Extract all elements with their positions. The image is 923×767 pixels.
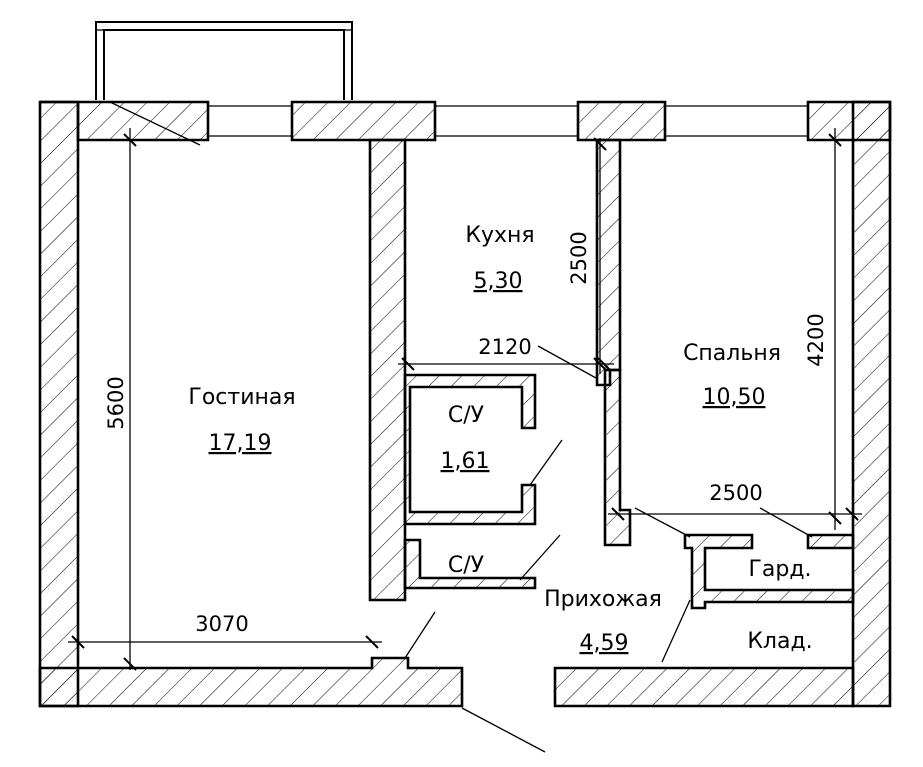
- dim-bedroom-height: 4200: [804, 313, 828, 366]
- dim-bedroom-width: 2500: [709, 481, 762, 505]
- dimension-lines: [68, 128, 862, 671]
- room-name-bedroom: Спальня: [683, 341, 781, 366]
- interior-walls: [368, 138, 855, 610]
- dim-living-width: 3070: [195, 612, 248, 636]
- room-name-storage: Клад.: [747, 629, 812, 654]
- room-area-bath1: 1,61: [441, 449, 490, 474]
- room-name-bath2: С/У: [448, 553, 485, 578]
- room-area-kitchen: 5,30: [474, 269, 523, 294]
- room-name-living: Гостиная: [188, 385, 295, 410]
- room-area-living: 17,19: [209, 431, 272, 456]
- dim-living-height: 5600: [104, 376, 128, 429]
- room-area-bedroom: 10,50: [703, 385, 766, 410]
- room-name-bath1: С/У: [448, 403, 485, 428]
- room-area-hall: 4,59: [580, 631, 629, 656]
- balcony: [95, 21, 353, 100]
- outer-walls: [38, 100, 892, 708]
- room-name-wardrobe: Гард.: [748, 557, 811, 582]
- room-name-hall: Прихожая: [544, 587, 662, 612]
- dim-kitchen-width: 2120: [478, 335, 531, 359]
- door-swings: [404, 439, 813, 753]
- dim-kitchen-height: 2500: [567, 231, 591, 284]
- room-name-kitchen: Кухня: [465, 223, 534, 248]
- windows: [109, 101, 808, 146]
